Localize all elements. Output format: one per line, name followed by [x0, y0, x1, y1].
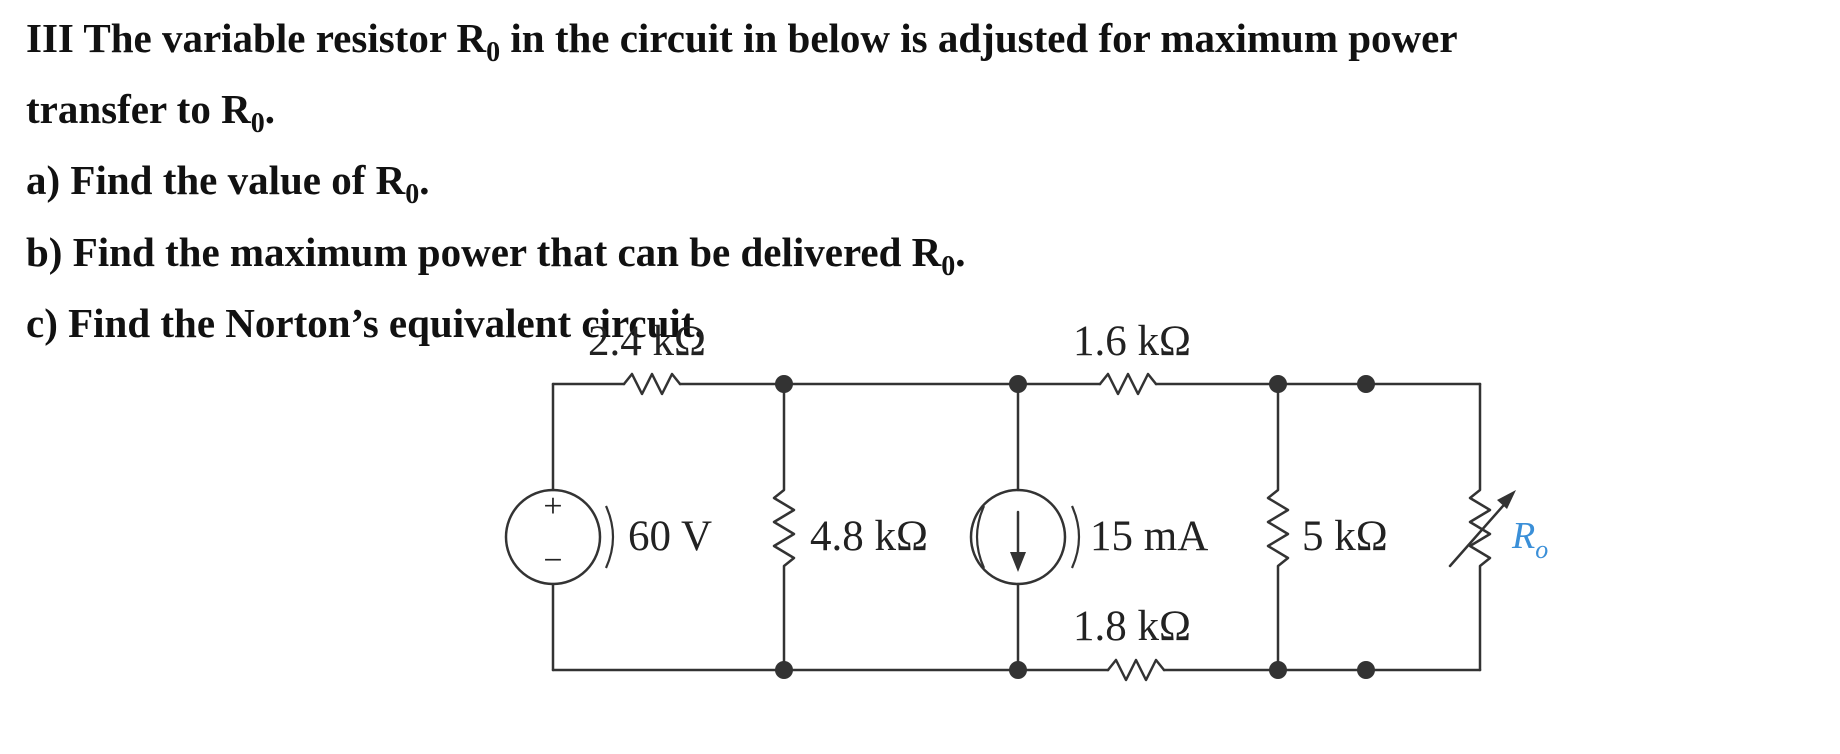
label-5k: 5 kΩ — [1302, 513, 1388, 560]
label-ro-sub: o — [1535, 535, 1548, 564]
part-a-end: . — [419, 157, 430, 204]
problem-line-2-text: transfer to R — [26, 86, 251, 133]
node-bottom-3 — [1269, 661, 1287, 679]
part-a: a) Find the value of R0. — [26, 152, 1816, 223]
current-arrow-head — [1010, 552, 1026, 572]
node-top-2 — [1009, 375, 1027, 393]
variable-arrow-line — [1448, 496, 1512, 568]
resistor-2-4k-symbol — [622, 372, 682, 396]
variable-arrow-head — [1497, 490, 1516, 509]
voltage-source-plus: + — [543, 488, 562, 525]
voltage-source-symbol — [504, 488, 602, 586]
node-top-4 — [1357, 375, 1375, 393]
label-60v: 60 V — [628, 513, 712, 560]
part-b-text: b) Find the maximum power that can be de… — [26, 228, 942, 275]
bracket-4-8k — [975, 505, 986, 569]
shunt-2-wire — [1266, 382, 1290, 672]
current-source-symbol — [969, 488, 1067, 586]
shunt-1-wire — [772, 382, 796, 672]
label-ro-main: R — [1511, 515, 1535, 557]
problem-line-1-subscript: 0 — [486, 37, 501, 69]
node-bottom-2 — [1009, 661, 1027, 679]
problem-line-2-end: . — [264, 86, 275, 133]
label-2-4k: 2.4 kΩ — [588, 318, 706, 365]
label-4-8k: 4.8 kΩ — [810, 513, 928, 560]
node-bottom-4 — [1357, 661, 1375, 679]
problem-line-1-end: in the circuit in below is adjusted for … — [500, 15, 1458, 61]
part-c: c) Find the Norton’s equivalent circuit. — [26, 295, 1816, 351]
part-b-end: . — [955, 228, 966, 275]
label-ro: Ro — [1511, 515, 1548, 564]
label-1-6k: 1.6 kΩ — [1073, 318, 1191, 365]
node-top-1 — [775, 375, 793, 393]
voltage-source-minus: − — [543, 542, 562, 579]
resistor-1-8k-symbol — [1106, 658, 1166, 682]
part-a-subscript: 0 — [405, 179, 420, 211]
part-b-subscript: 0 — [941, 250, 956, 282]
problem-statement: III The variable resistor R0 in the circ… — [26, 10, 1816, 351]
problem-line-1-text: III The variable resistor R — [26, 15, 487, 61]
resistor-1-6k-symbol — [1098, 372, 1158, 396]
part-c-text: c) Find the Norton’s equivalent circuit. — [26, 299, 705, 346]
node-top-3 — [1269, 375, 1287, 393]
problem-line-1: III The variable resistor R0 in the circ… — [26, 10, 1816, 81]
problem-line-2-subscript: 0 — [250, 108, 265, 140]
bracket-15ma — [1070, 505, 1081, 569]
label-1-8k: 1.8 kΩ — [1073, 603, 1191, 650]
bracket-60v — [604, 505, 615, 569]
label-15ma: 15 mA — [1090, 513, 1208, 560]
part-b: b) Find the maximum power that can be de… — [26, 224, 1816, 295]
part-a-text: a) Find the value of R — [26, 157, 406, 204]
load-resistor-wire — [1468, 382, 1492, 672]
node-bottom-1 — [775, 661, 793, 679]
problem-line-2: transfer to R0. — [26, 81, 1816, 152]
